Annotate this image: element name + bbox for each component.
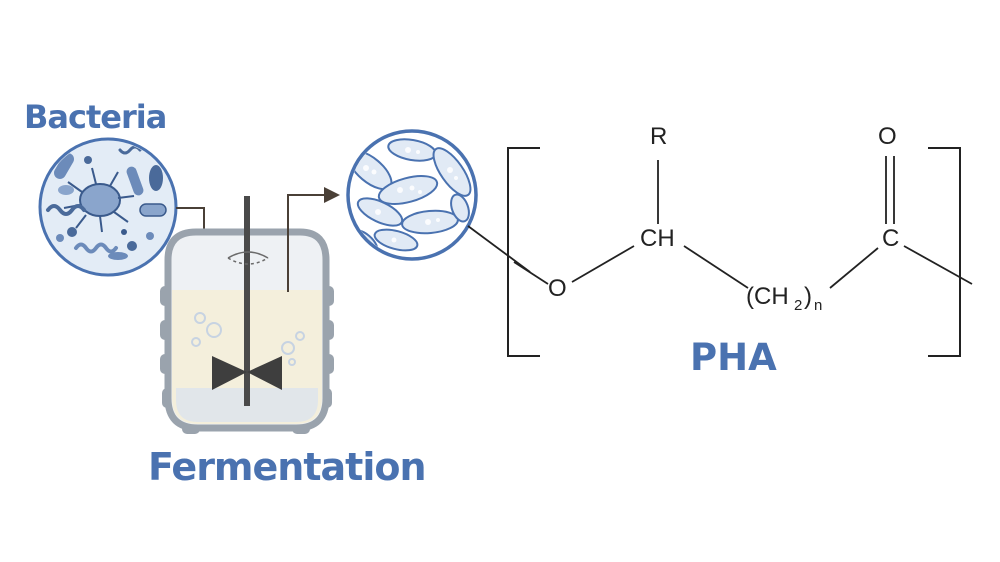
atom-r: R [650, 123, 667, 150]
chain-group-close: ) [804, 283, 812, 310]
bond-left-o [513, 261, 549, 285]
chain-group-open: (CH [746, 283, 789, 310]
connector-line [467, 225, 531, 273]
atom-o-double: O [878, 123, 897, 150]
bioreactor-icon [160, 196, 334, 434]
bond-o-ch [571, 245, 635, 283]
atom-o-single: O [548, 275, 567, 302]
bacteria-cluster-icon [38, 137, 178, 277]
fermentation-label: Fermentation [148, 445, 427, 489]
arrow-out-of-reactor [287, 187, 340, 292]
chain-subscript-n: n [814, 297, 822, 314]
pha-structure: O R CH O C (CH 2 ) n [507, 123, 973, 357]
atom-ch: CH [640, 225, 675, 252]
right-bracket [928, 147, 961, 357]
bond-c-right [903, 245, 973, 285]
bond-ch2-c [829, 247, 879, 289]
left-bracket [507, 147, 540, 357]
bacteria-label: Bacteria [24, 98, 167, 136]
pha-granules-icon [346, 129, 478, 261]
chain-group-sub2: 2 [794, 297, 802, 314]
pha-label: PHA [690, 336, 777, 379]
bond-ch-ch2 [683, 245, 749, 289]
atom-c: C [882, 225, 899, 252]
